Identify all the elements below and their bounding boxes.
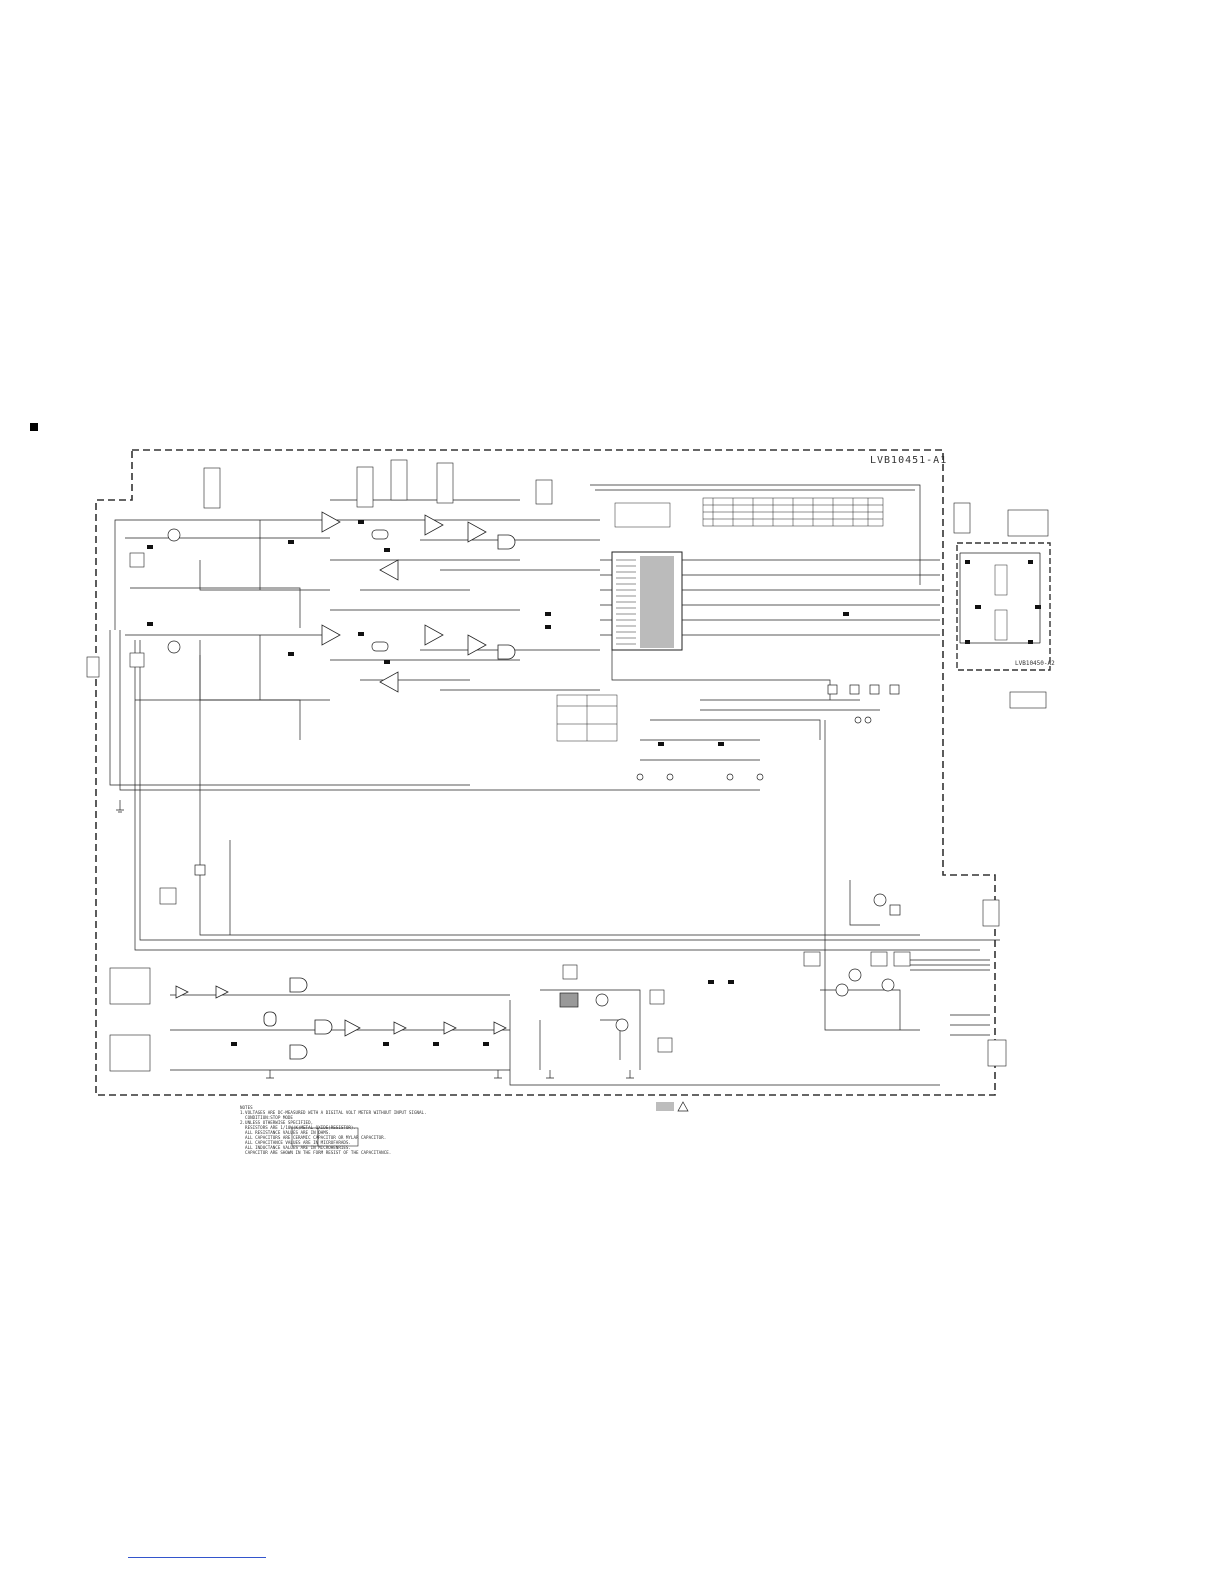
wiring (109, 484, 1000, 1086)
notes-line: ALL INDUCTANCE VALUES ARE IN MICROHENRIE… (240, 1145, 351, 1150)
sub-board-label: LVB10450-A2 (1015, 660, 1055, 667)
notes-line: ALL CAPACITANCE VALUES ARE IN MICROFARAD… (240, 1140, 351, 1145)
footer-link-underline[interactable] (128, 1557, 266, 1558)
notes-line: ALL CAPACITORS ARE CERAMIC CAPACITOR OR … (240, 1135, 387, 1140)
notes-line: CONDITION:STOP MODE (240, 1115, 293, 1120)
notes-line: RESISTORS ARE 1/10W(K)METAL OXIDE(RESIST… (240, 1125, 356, 1130)
notes-line: CAPACITOR ARE SHOWN IN THE FORM RESIST O… (240, 1150, 392, 1155)
sub-board-outline (956, 542, 1051, 671)
spec-tables (556, 497, 1041, 742)
highlight-swatch (656, 1102, 674, 1111)
notes-line: ALL RESISTANCE VALUES ARE IN OHMS. (240, 1130, 331, 1135)
notes-line: 1.VOLTAGES ARE DC-MEASURED WITH A DIGITA… (240, 1110, 427, 1115)
op-amps (175, 511, 507, 1037)
capacitors (147, 520, 1041, 1046)
board-outline (95, 449, 996, 1096)
warning-triangle-icon (677, 1101, 689, 1112)
board-label: LVB10451-A1 (870, 455, 948, 466)
section-bullet (30, 423, 38, 431)
notes-line: 2.UNLESS OTHERWISE SPECIFIED, (240, 1120, 314, 1125)
notes-block: NOTES 1.VOLTAGES ARE DC-MEASURED WITH A … (240, 1105, 427, 1155)
logic-gates (263, 534, 516, 1060)
connectors (86, 459, 1049, 1147)
components (167, 528, 901, 1032)
main-ic (611, 551, 683, 651)
notes-heading: NOTES (240, 1105, 253, 1110)
ground-symbols (116, 800, 634, 1079)
